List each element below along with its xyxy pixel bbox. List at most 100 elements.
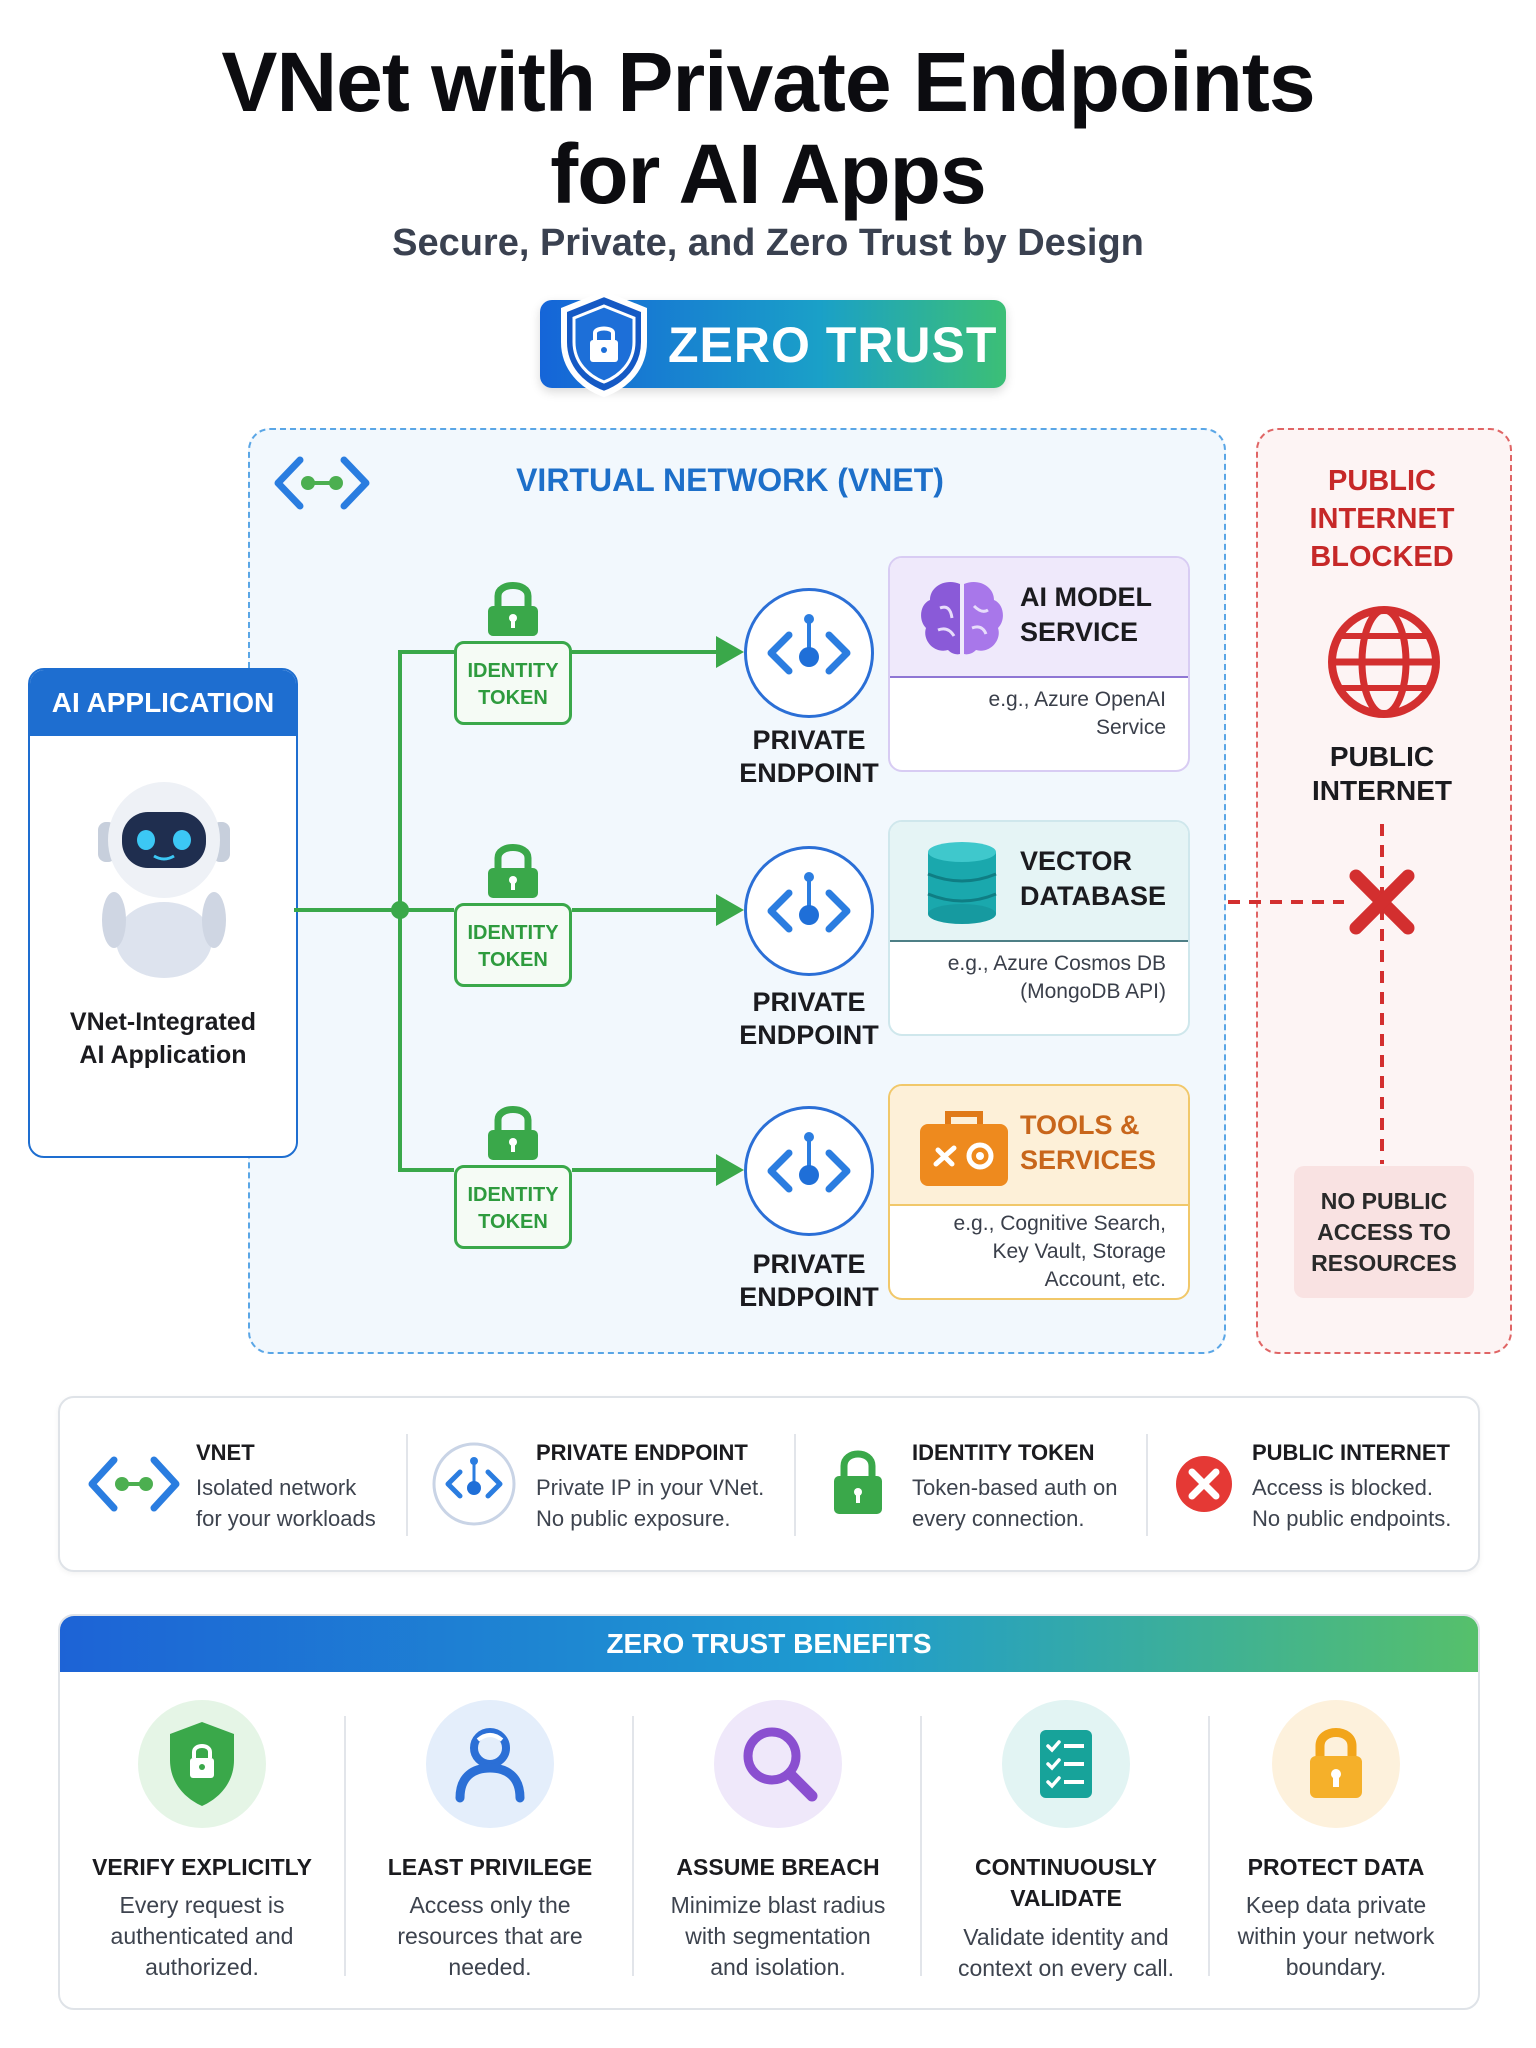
user-icon	[455, 1728, 525, 1803]
benefit-divider	[920, 1716, 922, 1976]
benefit-icon-circle	[1272, 1700, 1400, 1828]
benefit-title-line: CONTINUOUSLY	[975, 1854, 1157, 1880]
benefit-desc-line: Every request is	[119, 1892, 285, 1918]
title-line-2: for AI Apps	[550, 127, 986, 221]
ai-model-service-card: AI MODEL SERVICE e.g., Azure OpenAI Serv…	[888, 556, 1190, 772]
public-label-line-1: PUBLIC	[1329, 741, 1435, 772]
legend-item-identity-token: IDENTITY TOKEN Token-based auth on every…	[798, 1398, 1148, 1570]
service-name-line-1: VECTOR	[1020, 846, 1133, 876]
service-desc-line: Account, etc.	[1044, 1268, 1166, 1291]
no-access-line-3: RESOURCES	[1311, 1250, 1457, 1276]
benefit-desc-line: Keep data private	[1245, 1892, 1427, 1918]
benefit-divider	[1208, 1716, 1210, 1976]
legend-divider	[1146, 1434, 1148, 1536]
endpoint-line-2: ENDPOINT	[739, 1020, 879, 1050]
legend-divider	[794, 1434, 796, 1536]
toolbox-icon	[920, 1111, 1008, 1186]
private-endpoint-1	[744, 588, 874, 718]
token-line-2: TOKEN	[478, 687, 548, 709]
benefit-title: VERIFY EXPLICITLY	[60, 1852, 344, 1883]
legend-title: IDENTITY TOKEN	[912, 1440, 1095, 1465]
token-line-1: IDENTITY	[467, 922, 559, 944]
identity-token-label: IDENTITY TOKEN	[454, 903, 572, 987]
blocked-x-icon	[1349, 869, 1415, 935]
service-name-line-1: TOOLS &	[1020, 1110, 1140, 1140]
benefit-title-line: LEAST PRIVILEGE	[387, 1854, 593, 1880]
benefit-verify-explicitly: VERIFY EXPLICITLY Every request is authe…	[60, 1672, 344, 2008]
benefit-continuously-validate: CONTINUOUSLY VALIDATE Validate identity …	[924, 1672, 1208, 2008]
legend-divider	[406, 1434, 408, 1536]
legend-title: VNET	[196, 1440, 255, 1465]
benefit-desc-line: Minimize blast radius	[670, 1892, 886, 1918]
private-endpoint-label-3: PRIVATE ENDPOINT	[734, 1248, 884, 1314]
zero-trust-benefits-panel: ZERO TRUST BENEFITS VERIFY EXPLICITLY Ev…	[58, 1614, 1480, 2010]
arrow-head-2	[716, 894, 744, 926]
benefit-desc-line: within your network	[1237, 1923, 1435, 1949]
benefit-title-line: PROTECT DATA	[1247, 1854, 1425, 1880]
magnifier-icon	[743, 1727, 818, 1802]
vnet-icon	[274, 456, 370, 510]
identity-token-label: IDENTITY TOKEN	[454, 641, 572, 725]
lock-icon	[488, 582, 538, 636]
app-label-line-2: AI Application	[79, 1041, 247, 1069]
benefit-least-privilege: LEAST PRIVILEGE Access only the resource…	[348, 1672, 632, 2008]
token-line-1: IDENTITY	[467, 1184, 559, 1206]
lock-icon	[834, 1450, 882, 1514]
benefit-desc-line: resources that are	[397, 1923, 583, 1949]
title-line-1: VNet with Private Endpoints	[221, 35, 1315, 129]
arrow-head-3	[716, 1154, 744, 1186]
ai-application-label: VNet-Integrated AI Application	[30, 1006, 296, 1072]
padlock-icon	[1310, 1728, 1362, 1798]
token-line-2: TOKEN	[478, 949, 548, 971]
legend-panel: VNET Isolated network for your workloads…	[58, 1396, 1480, 1572]
no-public-access-box: NO PUBLIC ACCESS TO RESOURCES	[1294, 1166, 1474, 1298]
service-desc-line: e.g., Azure OpenAI	[988, 688, 1166, 711]
benefit-title: LEAST PRIVILEGE	[348, 1852, 632, 1883]
service-description: e.g., Cognitive Search, Key Vault, Stora…	[954, 1210, 1166, 1294]
robot-icon	[98, 782, 230, 978]
page-title: VNet with Private Endpoints for AI Apps	[0, 36, 1536, 220]
endpoint-line-2: ENDPOINT	[739, 758, 879, 788]
database-icon	[927, 842, 997, 924]
legend-item-vnet: VNET Isolated network for your workloads	[60, 1398, 400, 1570]
benefit-protect-data: PROTECT DATA Keep data private within yo…	[1194, 1672, 1478, 2008]
benefit-desc-line: and isolation.	[710, 1954, 846, 1980]
legend-desc-line: Token-based auth on	[912, 1475, 1118, 1500]
private-endpoint-2	[744, 846, 874, 976]
benefit-icon-circle	[426, 1700, 554, 1828]
service-description: e.g., Azure Cosmos DB (MongoDB API)	[948, 950, 1166, 1006]
identity-token-2: IDENTITY TOKEN	[454, 842, 572, 987]
lock-icon	[488, 1106, 538, 1160]
service-description: e.g., Azure OpenAI Service	[989, 686, 1166, 742]
benefit-desc-line: context on every call.	[957, 1955, 1175, 1981]
private-endpoint-icon	[767, 1132, 851, 1193]
public-internet-label: PUBLIC INTERNET	[1256, 740, 1508, 808]
page-subtitle: Secure, Private, and Zero Trust by Desig…	[392, 222, 1144, 264]
benefit-desc: Access only the resources that are neede…	[348, 1890, 632, 1983]
legend-desc-line: every connection.	[912, 1506, 1085, 1531]
benefit-assume-breach: ASSUME BREACH Minimize blast radius with…	[636, 1672, 920, 2008]
benefit-desc: Validate identity and context on every c…	[924, 1922, 1208, 1984]
service-desc-line: e.g., Cognitive Search,	[953, 1212, 1166, 1235]
benefit-desc-line: boundary.	[1285, 1954, 1387, 1980]
vector-database-card: VECTOR DATABASE e.g., Azure Cosmos DB (M…	[888, 820, 1190, 1036]
zero-trust-badge: ZERO TRUST	[540, 290, 1006, 398]
benefit-desc: Keep data private within your network bo…	[1194, 1890, 1478, 1983]
lock-icon	[488, 844, 538, 898]
service-name: VECTOR DATABASE	[1020, 844, 1166, 914]
benefit-title-line: VERIFY EXPLICITLY	[92, 1854, 312, 1880]
benefit-divider	[632, 1716, 634, 1976]
vnet-icon	[88, 1456, 180, 1512]
private-endpoint-icon	[767, 872, 851, 933]
benefit-desc-line: Access only the	[409, 1892, 571, 1918]
private-endpoint-3	[744, 1106, 874, 1236]
blocked-icon	[1176, 1456, 1232, 1512]
benefit-desc: Minimize blast radius with segmentation …	[636, 1890, 920, 1983]
legend-desc: Isolated network for your workloads	[196, 1472, 376, 1534]
legend-item-private-endpoint: PRIVATE ENDPOINT Private IP in your VNet…	[410, 1398, 780, 1570]
benefit-icon-circle	[138, 1700, 266, 1828]
benefit-desc-line: Validate identity and	[963, 1924, 1169, 1950]
vnet-title: VIRTUAL NETWORK (VNET)	[516, 462, 944, 498]
benefit-title-line: ASSUME BREACH	[676, 1854, 880, 1880]
private-endpoint-label-1: PRIVATE ENDPOINT	[734, 724, 884, 790]
